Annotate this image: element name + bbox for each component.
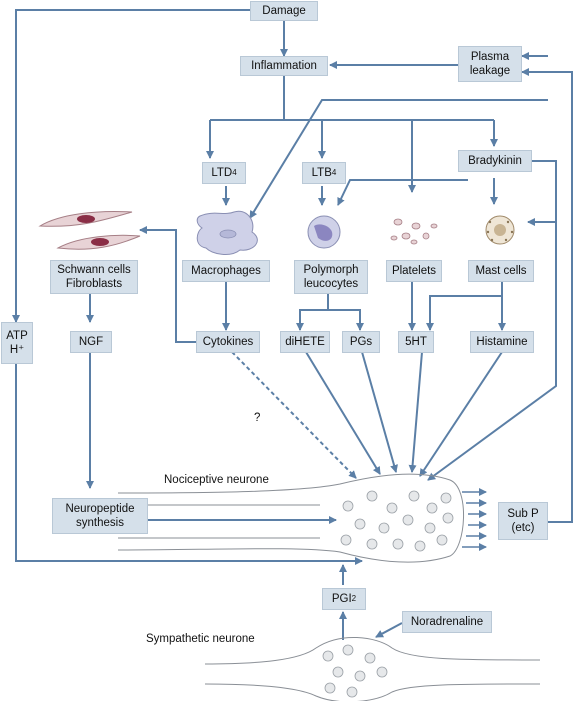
damage-box: Damage — [250, 1, 318, 21]
nociceptive-neurone-label: Nociceptive neurone — [164, 474, 269, 486]
macrophage-illustration — [196, 210, 258, 255]
damage-label: Damage — [262, 5, 306, 17]
cytokines-label: Cytokines — [202, 336, 254, 348]
histamine-box: Histamine — [470, 331, 534, 353]
inflammation-label: Inflammation — [251, 60, 317, 72]
dihete-box: diHETE — [280, 331, 330, 353]
noradrenaline-box: Noradrenaline — [402, 611, 492, 633]
question-mark: ? — [254, 412, 261, 424]
bradykinin-label: Bradykinin — [468, 155, 522, 167]
dihete-label: diHETE — [285, 336, 325, 348]
neuropeptide-box: Neuropeptide synthesis — [52, 498, 148, 534]
pgi2-subscript: 2 — [351, 594, 357, 603]
ngf-label: NGF — [78, 336, 104, 348]
nociceptive-vesicles — [340, 490, 454, 552]
5ht-box: 5HT — [398, 331, 434, 353]
macrophages-box: Macrophages — [182, 260, 270, 282]
nociceptive-neurone-shape — [117, 473, 464, 563]
atp-box: ATP H⁺ — [1, 322, 33, 364]
schwann-cells-line-2: Fibroblasts — [65, 278, 123, 290]
polymorph-line-2: leucocytes — [303, 278, 359, 290]
atp-line-1: ATP — [6, 330, 28, 342]
pgs-label: PGs — [349, 336, 373, 348]
schwann-cells-line-1: Schwann cells — [57, 264, 131, 276]
polymorph-box: Polymorph leucocytes — [294, 260, 368, 294]
plasma-leakage-line-1: Plasma — [470, 51, 510, 63]
inflammation-box: Inflammation — [240, 56, 328, 76]
ltd4-label: LTD — [211, 167, 233, 179]
platelets-illustration — [390, 218, 438, 245]
mast-cells-box: Mast cells — [468, 260, 534, 282]
neuropeptide-line-2: synthesis — [76, 517, 124, 529]
sub-p-box: Sub P (etc) — [498, 502, 548, 540]
neuropeptide-line-1: Neuropeptide — [65, 503, 135, 515]
ngf-box: NGF — [70, 331, 112, 353]
plasma-leakage-box: Plasma leakage — [458, 46, 522, 82]
sympathetic-neurone-label: Sympathetic neurone — [146, 633, 255, 645]
sub-p-line-2: (etc) — [511, 522, 535, 534]
histamine-label: Histamine — [476, 336, 528, 348]
pgs-box: PGs — [342, 331, 380, 353]
atp-line-2: H⁺ — [9, 344, 25, 356]
mast-cells-label: Mast cells — [475, 265, 527, 277]
schwann-cells-illustration — [38, 211, 141, 250]
sub-p-line-1: Sub P — [507, 508, 539, 520]
polymorph-line-1: Polymorph — [303, 264, 359, 276]
ltd4-subscript: 4 — [232, 168, 237, 177]
mast-cell-illustration — [485, 215, 515, 245]
pgi2-label: PGI — [331, 593, 352, 605]
cytokines-box: Cytokines — [196, 331, 260, 353]
5ht-label: 5HT — [405, 336, 427, 348]
sympathetic-neurone-shape — [204, 637, 541, 701]
sympathetic-vesicles — [322, 644, 388, 698]
bradykinin-box: Bradykinin — [458, 150, 532, 172]
polymorph-illustration — [307, 215, 341, 249]
schwann-cells-box: Schwann cells Fibroblasts — [50, 260, 138, 294]
ltb4-label: LTB — [311, 167, 332, 179]
noradrenaline-label: Noradrenaline — [410, 616, 484, 628]
platelets-box: Platelets — [386, 260, 442, 282]
macrophages-label: Macrophages — [191, 265, 261, 277]
plasma-leakage-line-2: leakage — [469, 65, 511, 77]
platelets-label: Platelets — [391, 265, 437, 277]
ltb4-subscript: 4 — [331, 168, 337, 177]
